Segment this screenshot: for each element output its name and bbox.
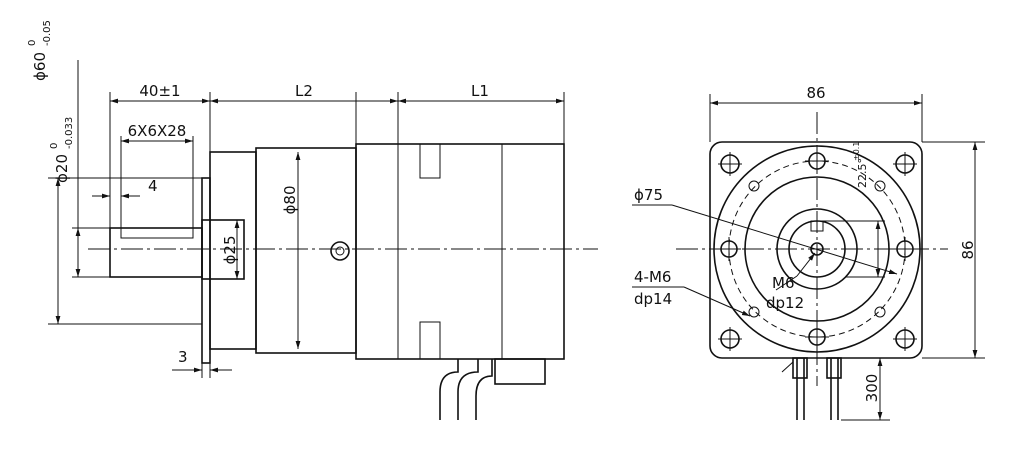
- dim-pilot-tol-upper: 0: [27, 40, 38, 46]
- dim-pilot-tol-lower: -0.05: [42, 20, 53, 46]
- shaft-key-top: [810, 220, 824, 232]
- flange-plate: [201, 177, 211, 364]
- side-view: 40±1 L2 L1 6X6X28 4 3 ϕ20 0: [27, 20, 598, 420]
- dim-shaft-tol-upper: 0: [49, 143, 60, 149]
- dim-4: 4: [148, 177, 158, 195]
- dim-40: 40±1: [139, 82, 180, 100]
- dim-phi80: ϕ80: [281, 186, 299, 215]
- dim-angle-tol: ±0.1: [852, 142, 861, 161]
- dim-holes-4m6: 4-M6: [634, 268, 671, 286]
- dim-tap-dp12: dp12: [766, 294, 804, 312]
- dim-height-86: 86: [959, 240, 977, 259]
- cable-3: [475, 359, 493, 420]
- dim-holes-dp14: dp14: [634, 290, 672, 308]
- square-flange: [709, 141, 923, 359]
- dim-pilot-diameter: ϕ60: [31, 52, 49, 81]
- motor-upper-step: [419, 144, 441, 179]
- dim-shaft-diameter: ϕ20: [53, 154, 71, 183]
- dim-shaft-tol-lower: -0.033: [64, 117, 75, 149]
- gearbox-housing: [255, 147, 357, 354]
- connector-box: [494, 358, 546, 385]
- pilot-circle: [744, 176, 890, 322]
- front-cables: [781, 357, 842, 420]
- outer-housing-circle: [713, 145, 921, 353]
- corner-holes: [718, 152, 917, 351]
- front-view: 86 86 ϕ75 4-M6 dp14 M6 dp12 22.5° ±0.1: [632, 84, 985, 421]
- dim-tap-m6: M6: [772, 274, 795, 292]
- motor-lower-step: [419, 321, 441, 359]
- dim-phi75: ϕ75: [634, 186, 663, 204]
- dim-phi25: ϕ25: [221, 236, 239, 265]
- dim-width-86: 86: [806, 84, 825, 102]
- motor-body: [355, 143, 565, 360]
- dim-3: 3: [178, 348, 188, 366]
- bolt-circle-holes: [717, 149, 917, 349]
- pilot-boss: [201, 219, 245, 280]
- output-shaft: [109, 227, 203, 278]
- gearbox-screw: [330, 241, 350, 261]
- dim-l1: L1: [471, 82, 489, 100]
- shaft-keyway: [120, 227, 194, 239]
- dim-angle-22-5: 22.5°: [856, 158, 869, 188]
- dim-l2: L2: [295, 82, 313, 100]
- dim-lead-300: 300: [863, 374, 881, 403]
- cable-2: [457, 359, 479, 420]
- gearbox-screw-inner: [335, 246, 345, 256]
- dim-key: 6X6X28: [128, 122, 187, 140]
- cable-1: [439, 359, 459, 420]
- bore-circle: [776, 208, 858, 290]
- shaft-center-tap: [810, 242, 824, 256]
